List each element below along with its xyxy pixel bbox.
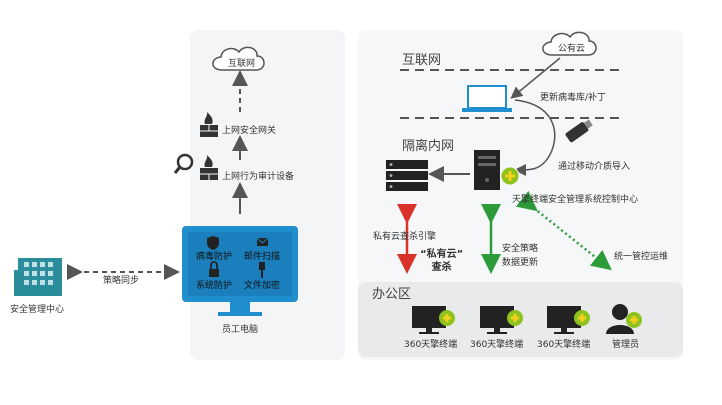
- left-panel: [190, 30, 345, 360]
- screen-file-label: 文件加密: [244, 281, 281, 291]
- screen-system-label: 系统防护: [196, 281, 233, 291]
- rack-server-icon: [386, 160, 428, 191]
- audit-device-label: 上网行为审计设备: [222, 172, 295, 182]
- usb-drive-icon: [565, 119, 593, 143]
- screen-virus-label: 病毒防护: [196, 252, 233, 262]
- media-import-label: 通过移动介质导入: [558, 162, 631, 172]
- isolated-network-title: 隔离内网: [402, 139, 455, 154]
- terminal-label: 360天擎终端: [537, 340, 591, 350]
- lock-icon: [209, 261, 219, 277]
- employee-pc-icon: [182, 226, 298, 316]
- internet-title: 互联网: [402, 53, 442, 68]
- usb-key-icon: [259, 262, 265, 278]
- firewall-icon: [200, 112, 218, 137]
- private-cloud-engine-label: 私有云查杀引擎: [373, 232, 437, 242]
- audit-magnifier-icon: [173, 153, 218, 180]
- unified-ops-label: 统一管控运维: [614, 252, 669, 262]
- shield-icon: [207, 236, 219, 250]
- dotted-ops-arrow: [515, 190, 612, 271]
- building-icon: [14, 258, 62, 296]
- gateway-label: 上网安全网关: [222, 126, 277, 136]
- public-cloud-icon: [542, 31, 597, 56]
- terminal-monitor-icon: [547, 306, 590, 334]
- public-cloud-label: 公有云: [558, 44, 586, 54]
- terminal-monitor-icon: [480, 306, 523, 334]
- update-label: 更新病毒库/补丁: [540, 93, 607, 103]
- laptop-icon: [462, 85, 512, 112]
- cloud-label: 互联网: [228, 59, 256, 69]
- admin-user-icon: [606, 304, 642, 334]
- mail-icon: [256, 237, 269, 246]
- terminal-label: 360天擎终端: [404, 340, 458, 350]
- cloud-icon: [212, 46, 265, 71]
- office-title: 办公区: [372, 287, 412, 302]
- policy-data-label: 安全策略 数据更新: [502, 244, 539, 269]
- pc-label: 员工电脑: [222, 325, 259, 335]
- screen-mail-label: 邮件扫描: [244, 252, 281, 262]
- terminal-monitor-icon: [412, 306, 455, 334]
- server-tower-icon: [474, 150, 520, 190]
- mgmt-center-label: 安全管理中心: [10, 305, 65, 315]
- private-cloud-kill-label: “私有云” 查杀: [420, 249, 464, 273]
- sync-label: 策略同步: [103, 276, 140, 286]
- admin-label: 管理员: [612, 340, 640, 350]
- control-center-label: 天擎终端安全管理系统控制中心: [512, 195, 639, 205]
- terminal-label: 360天擎终端: [470, 340, 524, 350]
